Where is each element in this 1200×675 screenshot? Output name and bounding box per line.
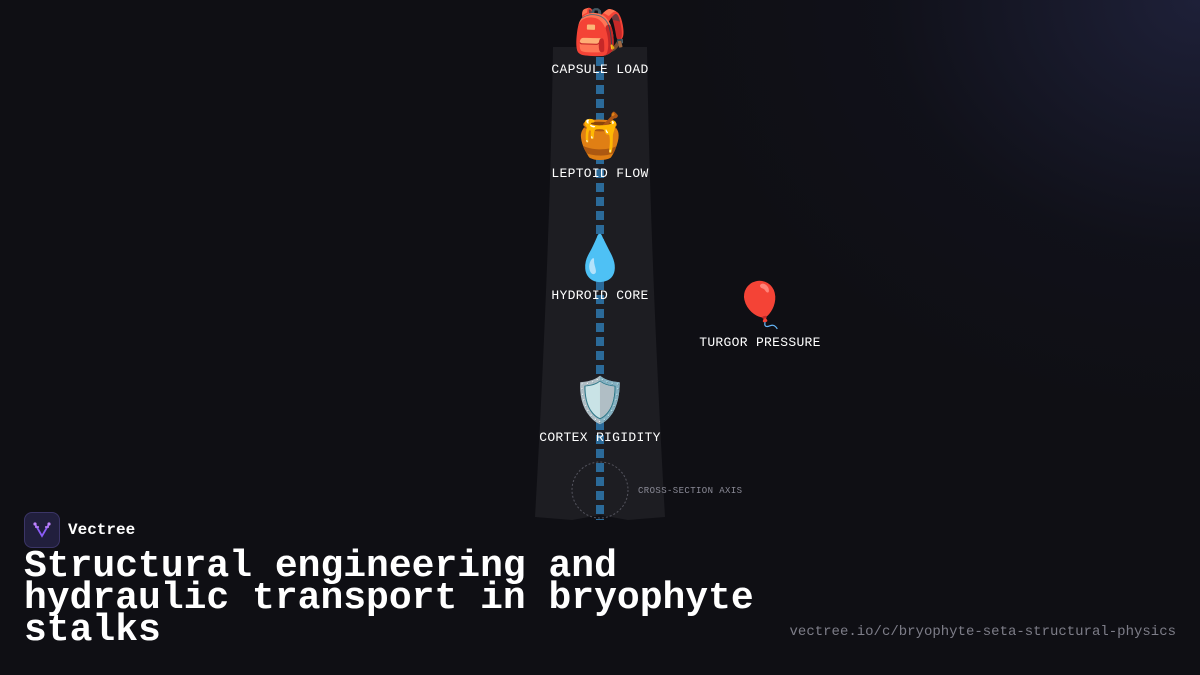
shield-icon: 🛡️ (572, 375, 628, 426)
cross-section-axis-label: CROSS-SECTION AXIS (638, 486, 743, 496)
page-title: Structural engineering and hydraulic tra… (24, 545, 754, 652)
vectree-logo-icon (24, 512, 60, 548)
balloon-icon: 🎈 (732, 280, 788, 331)
node-label: HYDROID CORE (551, 288, 649, 303)
node-label: CAPSULE LOAD (551, 62, 649, 77)
node-turgor-pressure: 🎈 TURGOR PRESSURE (680, 280, 840, 351)
node-leptoid-flow: 🍯 LEPTOID FLOW (520, 111, 680, 182)
node-label: CORTEX RIGIDITY (539, 430, 661, 445)
backpack-icon: 🎒 (572, 7, 628, 58)
droplet-icon: 💧 (572, 233, 628, 284)
node-label: TURGOR PRESSURE (699, 335, 821, 350)
honey-pot-icon: 🍯 (572, 111, 628, 162)
node-hydroid-core: 💧 HYDROID CORE (520, 233, 680, 304)
cross-section-circle (571, 461, 629, 519)
node-cortex-rigidity: 🛡️ CORTEX RIGIDITY (520, 375, 680, 446)
node-label: LEPTOID FLOW (551, 166, 649, 181)
node-capsule-load: 🎒 CAPSULE LOAD (520, 7, 680, 78)
brand: Vectree (24, 512, 135, 548)
source-url[interactable]: vectree.io/c/bryophyte-seta-structural-p… (789, 624, 1176, 640)
brand-name: Vectree (68, 521, 136, 539)
